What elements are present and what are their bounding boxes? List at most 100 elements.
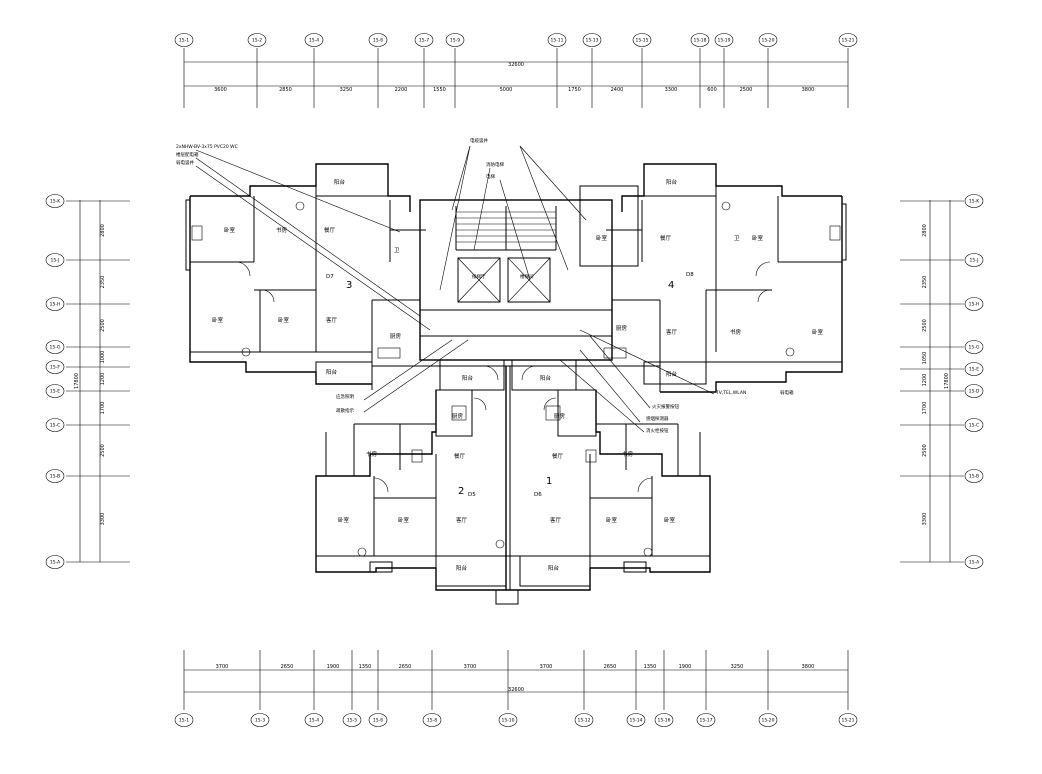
note-evacuation-sign: 疏散指示 — [336, 407, 354, 414]
grid-bubble-left-8: 15-B — [45, 469, 65, 483]
grid-bubble-left-6-label: 15-E — [50, 389, 60, 395]
room-balcony-7: 阳台 — [462, 374, 474, 382]
top-dimension-9: 3300 — [665, 87, 678, 93]
grid-bubble-left-4: 15-G — [45, 340, 65, 354]
right-dimension-7: 2500 — [922, 444, 928, 457]
grid-bubble-left-4-label: 15-G — [49, 345, 61, 351]
room-bedroom-5: 卧室 — [752, 234, 764, 242]
grid-bubble-bottom-13-label: 15-21 — [841, 718, 854, 724]
unit-number-3: 3 — [346, 280, 352, 291]
grid-bubble-top-9-label: 15-15 — [635, 38, 648, 44]
room-bedroom-3: 卧室 — [278, 316, 290, 324]
grid-bubble-top-10: 15-18 — [690, 33, 710, 47]
grid-bubble-left-6: 15-E — [45, 384, 65, 398]
grid-bubble-top-5-label: 15-7 — [419, 38, 429, 44]
grid-bubble-left-7-label: 15-C — [50, 423, 61, 429]
note-alarm-button: 火灾报警按钮 — [652, 403, 679, 410]
grid-bubble-left-1-label: 15-K — [50, 199, 61, 205]
grid-bubble-top-13-label: 15-21 — [841, 38, 854, 44]
grid-bubble-top-3: 15-4 — [304, 33, 324, 47]
grid-bubble-top-7-label: 15-11 — [550, 38, 563, 44]
grid-bubble-right-5-label: 15-E — [969, 367, 979, 373]
grid-bubble-top-12: 15-20 — [758, 33, 778, 47]
grid-bubble-bottom-9-label: 15-14 — [629, 718, 642, 724]
grid-bubble-left-9-label: 15-A — [50, 560, 61, 566]
room-bedroom-8: 卧室 — [398, 516, 410, 524]
top-dimension-3: 3250 — [340, 87, 353, 93]
grid-bubble-bottom-4-label: 15-5 — [347, 718, 357, 724]
room-balcony-5: 阳台 — [456, 564, 468, 572]
left-dimension-7: 2500 — [100, 444, 106, 457]
grid-bubble-bottom-11-label: 15-17 — [699, 718, 712, 724]
bottom-dimension-9: 1350 — [644, 664, 657, 670]
note-fire-elevator: 消防电梯 — [486, 161, 504, 168]
left-dimension-2: 2350 — [100, 276, 106, 289]
bottom-dimension-5: 2650 — [399, 664, 412, 670]
grid-bubble-left-5: 15-F — [45, 360, 65, 374]
grid-bubble-top-2-label: 15-2 — [252, 38, 262, 44]
room-dining-3: 餐厅 — [454, 452, 466, 460]
room-balcony-2: 阳台 — [326, 368, 338, 376]
grid-bubble-right-2-label: 15-J — [970, 258, 979, 264]
grid-bubble-bottom-7-label: 15-10 — [501, 718, 514, 724]
note-cable-spec: 2xNHW-BV-3x75 PVC20 WC — [176, 144, 238, 150]
left-dimension-3: 2500 — [100, 319, 106, 332]
room-dining-4: 餐厅 — [552, 452, 564, 460]
grid-bubble-right-8: 15-B — [964, 469, 984, 483]
room-bath-1: 卫 — [394, 247, 400, 254]
bottom-dimension-11: 3250 — [731, 664, 744, 670]
grid-bubble-right-8-label: 15-B — [969, 474, 979, 480]
bottom-dimension-12: 3800 — [802, 664, 815, 670]
grid-bubble-top-6: 15-9 — [445, 33, 465, 47]
room-living-4: 客厅 — [550, 516, 562, 524]
top-dimension-8: 2400 — [611, 87, 624, 93]
room-dining-1: 餐厅 — [324, 226, 336, 234]
top-dimension-10: 600 — [707, 87, 717, 93]
grid-bubble-bottom-1: 15-1 — [174, 713, 194, 727]
top-dimension-6: 5000 — [500, 87, 513, 93]
left-dimension-8: 3300 — [100, 513, 106, 526]
elevator-shafts — [457, 257, 551, 303]
room-kitchen-3: 厨房 — [452, 412, 464, 420]
grid-bubble-bottom-10: 15-16 — [654, 713, 674, 727]
top-dimension-4: 2200 — [395, 87, 408, 93]
grid-bubble-top-8-label: 15-13 — [585, 38, 598, 44]
right-dimension-5: 1200 — [922, 374, 928, 387]
grid-bubble-bottom-2-label: 15-3 — [255, 718, 265, 724]
grid-bubble-bottom-11: 15-17 — [696, 713, 716, 727]
grid-bubble-top-4-label: 15-6 — [373, 38, 383, 44]
right-dimension-4: 1050 — [922, 352, 928, 365]
room-balcony-4: 阳台 — [666, 370, 678, 378]
bottom-dimension-8: 2650 — [604, 664, 617, 670]
right-dimension-system: 17800 15-K15-J15-H15-G15-E15-D15-C15-B15… — [900, 194, 984, 569]
grid-bubble-top-11-label: 15-19 — [717, 38, 730, 44]
bottom-dimension-2: 2650 — [281, 664, 294, 670]
grid-bubble-right-4-label: 15-G — [968, 345, 980, 351]
grid-bubble-bottom-12-label: 15-20 — [761, 718, 774, 724]
top-dimension-11: 2500 — [740, 87, 753, 93]
grid-bubble-right-2: 15-J — [964, 253, 984, 267]
unit-label-d8: D8 — [686, 272, 694, 278]
grid-bubble-right-1: 15-K — [964, 194, 984, 208]
room-balcony-3: 阳台 — [666, 178, 678, 186]
room-bedroom-10: 卧室 — [664, 516, 676, 524]
top-dimension-1: 3600 — [214, 87, 227, 93]
note-weak-box: 弱电箱 — [780, 389, 794, 396]
room-bedroom-6: 卧室 — [812, 328, 824, 336]
room-study-2: 书房 — [730, 328, 742, 336]
grid-bubble-top-12-label: 15-20 — [761, 38, 774, 44]
grid-bubble-top-9: 15-15 — [632, 33, 652, 47]
grid-bubble-bottom-7: 15-10 — [498, 713, 518, 727]
grid-bubble-bottom-12: 15-20 — [758, 713, 778, 727]
bottom-dimension-4: 1350 — [359, 664, 372, 670]
elevator-label: 候梯厅 — [472, 273, 486, 280]
grid-bubble-right-7: 15-C — [964, 418, 984, 432]
note-cable-shaft: 电缆竖井 — [470, 137, 488, 144]
grid-bubble-left-9: 15-A — [45, 555, 65, 569]
right-total-dimension: 17800 — [944, 373, 950, 389]
grid-bubble-right-9-label: 15-A — [969, 560, 980, 566]
bottom-total-dimension: 32600 — [508, 687, 524, 693]
grid-bubble-top-4: 15-6 — [368, 33, 388, 47]
grid-bubble-left-3: 15-H — [45, 297, 65, 311]
